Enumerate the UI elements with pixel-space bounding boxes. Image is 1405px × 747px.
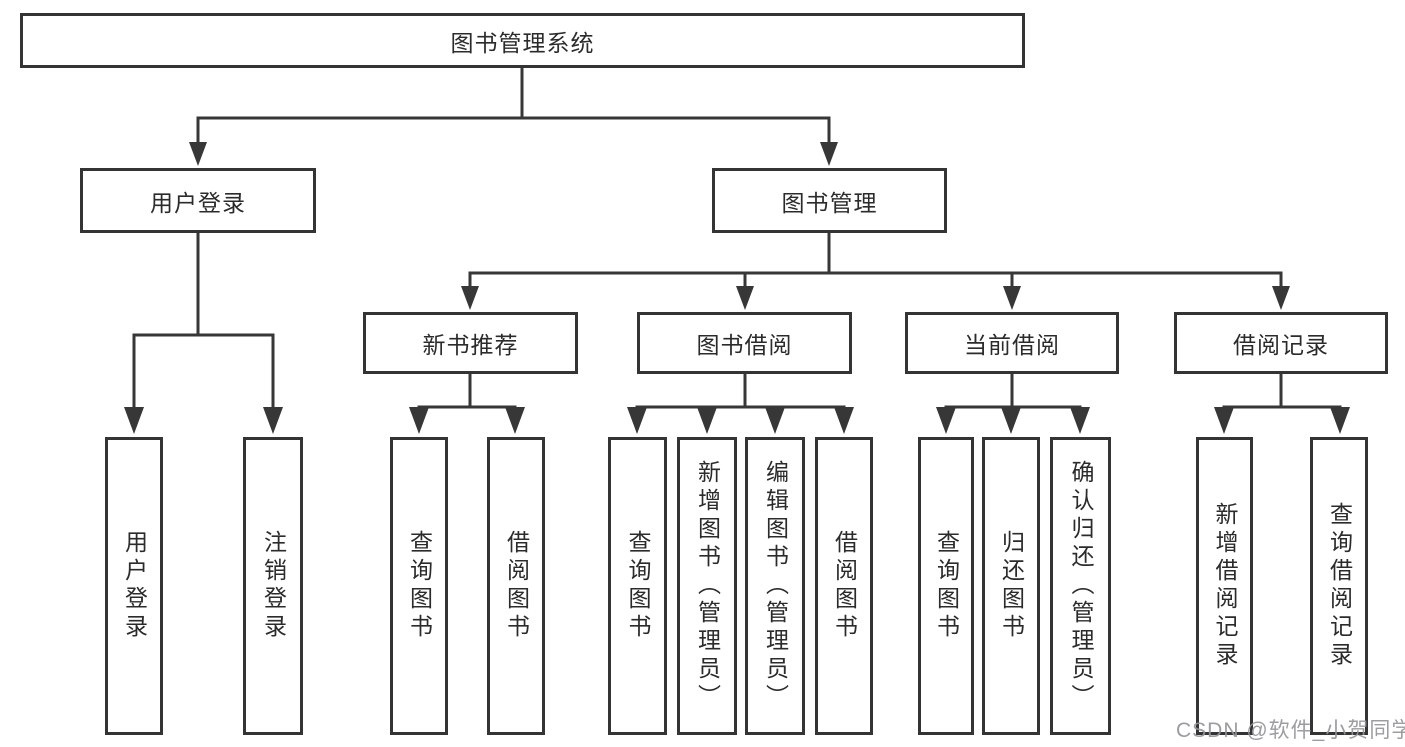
leaf-cb-confirm-return-admin: 确认归还（管理员） [1050, 437, 1111, 735]
leaf-br-add-record: 新增借阅记录 [1196, 437, 1253, 735]
arrowheads [124, 142, 1350, 434]
leaf-bb-borrow-books: 借阅图书 [815, 437, 873, 735]
leaf-cb-return-books: 归还图书 [982, 437, 1040, 735]
leaf-bb-edit-book-admin: 编辑图书（管理员） [745, 437, 805, 735]
node-book-borrow: 图书借阅 [637, 312, 852, 374]
node-user-login: 用户登录 [80, 168, 316, 233]
node-book-management: 图书管理 [712, 168, 947, 233]
leaf-bb-query-books: 查询图书 [608, 437, 667, 735]
leaf-nb-query-books: 查询图书 [390, 437, 448, 735]
node-new-book-recommend: 新书推荐 [363, 312, 578, 374]
node-current-borrow: 当前借阅 [905, 312, 1119, 374]
leaf-cb-query-books: 查询图书 [918, 437, 974, 735]
leaf-logout: 注销登录 [243, 437, 303, 735]
leaf-bb-add-book-admin: 新增图书（管理员） [677, 437, 737, 735]
node-library-system: 图书管理系统 [20, 13, 1025, 68]
leaf-br-query-record: 查询借阅记录 [1310, 437, 1368, 735]
leaf-nb-borrow-books: 借阅图书 [487, 437, 545, 735]
node-borrow-records: 借阅记录 [1174, 312, 1388, 374]
csdn-watermark: CSDN @软件_小贺同学 [1176, 719, 1405, 742]
leaf-user-login: 用户登录 [105, 437, 163, 735]
